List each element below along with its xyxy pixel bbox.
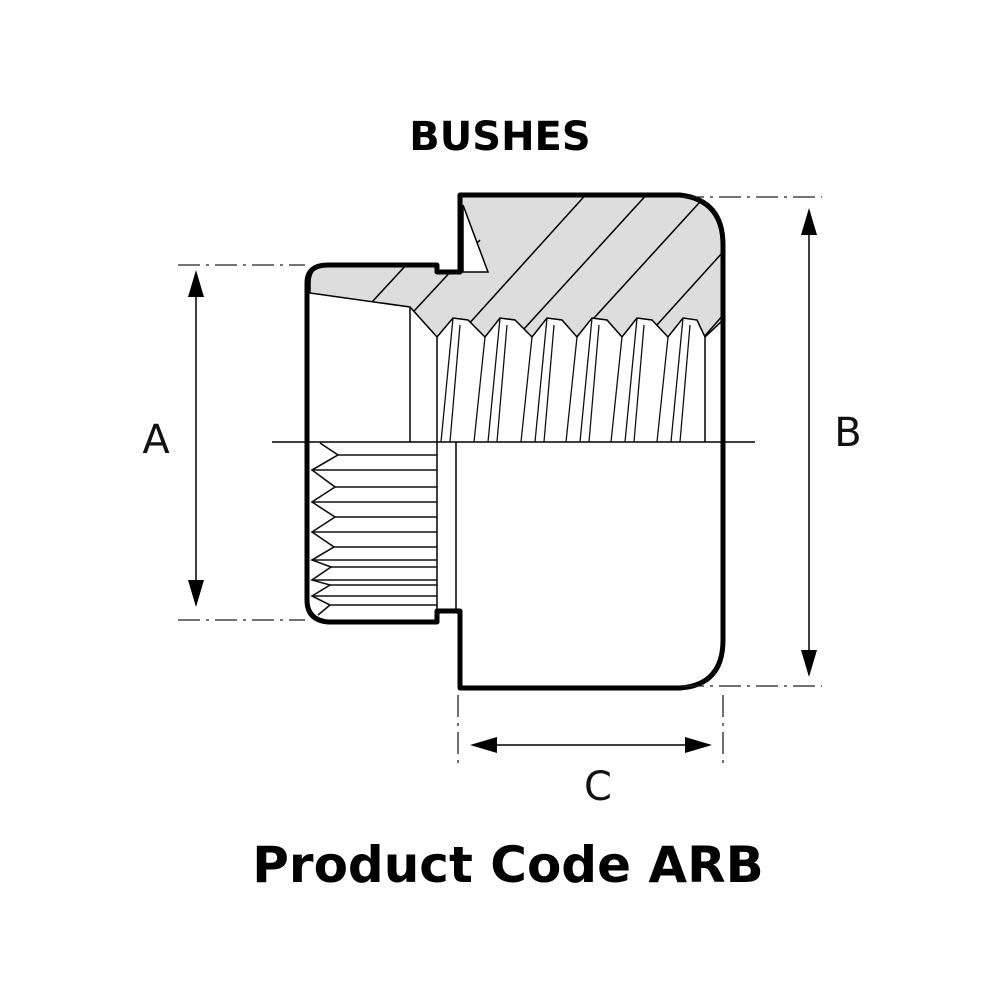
dimension-c-label: C <box>584 764 612 810</box>
product-code: Product Code ARB <box>252 836 763 894</box>
external-thread <box>310 442 457 616</box>
dimension-a: A <box>142 270 204 607</box>
dimension-b-label: B <box>834 410 861 456</box>
internal-thread <box>409 307 706 443</box>
extension-lines <box>178 196 822 765</box>
outer-contour <box>304 192 726 691</box>
drawing-title: BUSHES <box>409 114 590 160</box>
hatched-section <box>309 194 724 339</box>
dimension-a-label: A <box>142 417 170 463</box>
dimension-b: B <box>801 208 862 677</box>
undercut-groove <box>462 204 490 273</box>
dimension-c: C <box>470 737 712 810</box>
